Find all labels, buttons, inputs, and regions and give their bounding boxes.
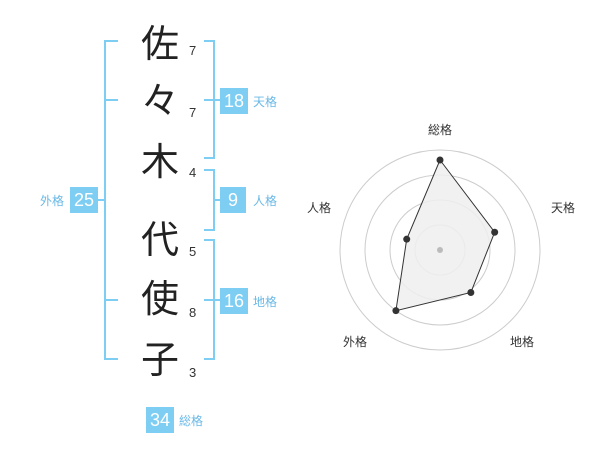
radar-ring <box>339 149 541 351</box>
stroke-count-5: 8 <box>189 305 197 320</box>
radar-axis-label-tenkaku: 天格 <box>551 201 576 215</box>
soukaku-label: 総格 <box>179 414 204 428</box>
stroke-count-6: 3 <box>189 365 197 380</box>
radar-point-soukaku <box>436 156 444 164</box>
tenkaku-badge: 18 <box>220 88 248 114</box>
soukaku-badge: 34 <box>146 407 174 433</box>
tenkaku-label: 天格 <box>253 95 278 109</box>
jinkaku-label: 人格 <box>253 194 278 208</box>
name-char-5: 使 <box>140 277 179 321</box>
name-char-3: 木 <box>140 140 179 184</box>
radar-polygon <box>395 159 496 312</box>
radar-axis-label-chikaku: 地格 <box>510 335 535 349</box>
radar-point-jinkaku <box>403 235 411 243</box>
name-char-6: 子 <box>140 338 179 382</box>
stroke-count-1: 7 <box>189 43 197 58</box>
radar-axis-label-jinkaku: 人格 <box>307 201 332 215</box>
radar-axis-label-gaikaku: 外格 <box>343 335 368 349</box>
name-char-1: 佐 <box>140 22 179 66</box>
stroke-count-3: 4 <box>189 165 197 180</box>
chikaku-badge: 16 <box>220 288 248 314</box>
jinkaku-badge: 9 <box>220 187 246 213</box>
name-char-4: 代 <box>140 218 179 262</box>
radar-point-chikaku <box>467 288 475 296</box>
stroke-count-2: 7 <box>189 105 197 120</box>
name-char-2: 々 <box>140 79 179 123</box>
stroke-count-4: 5 <box>189 244 197 259</box>
radar-point-gaikaku <box>392 307 400 315</box>
radar-center-point <box>437 247 443 253</box>
radar-point-tenkaku <box>491 228 499 236</box>
gaikaku-badge: 25 <box>70 187 98 213</box>
chikaku-label: 地格 <box>253 295 278 309</box>
radar-axis-label-soukaku: 総格 <box>428 123 453 137</box>
gaikaku-label: 外格 <box>40 194 65 208</box>
